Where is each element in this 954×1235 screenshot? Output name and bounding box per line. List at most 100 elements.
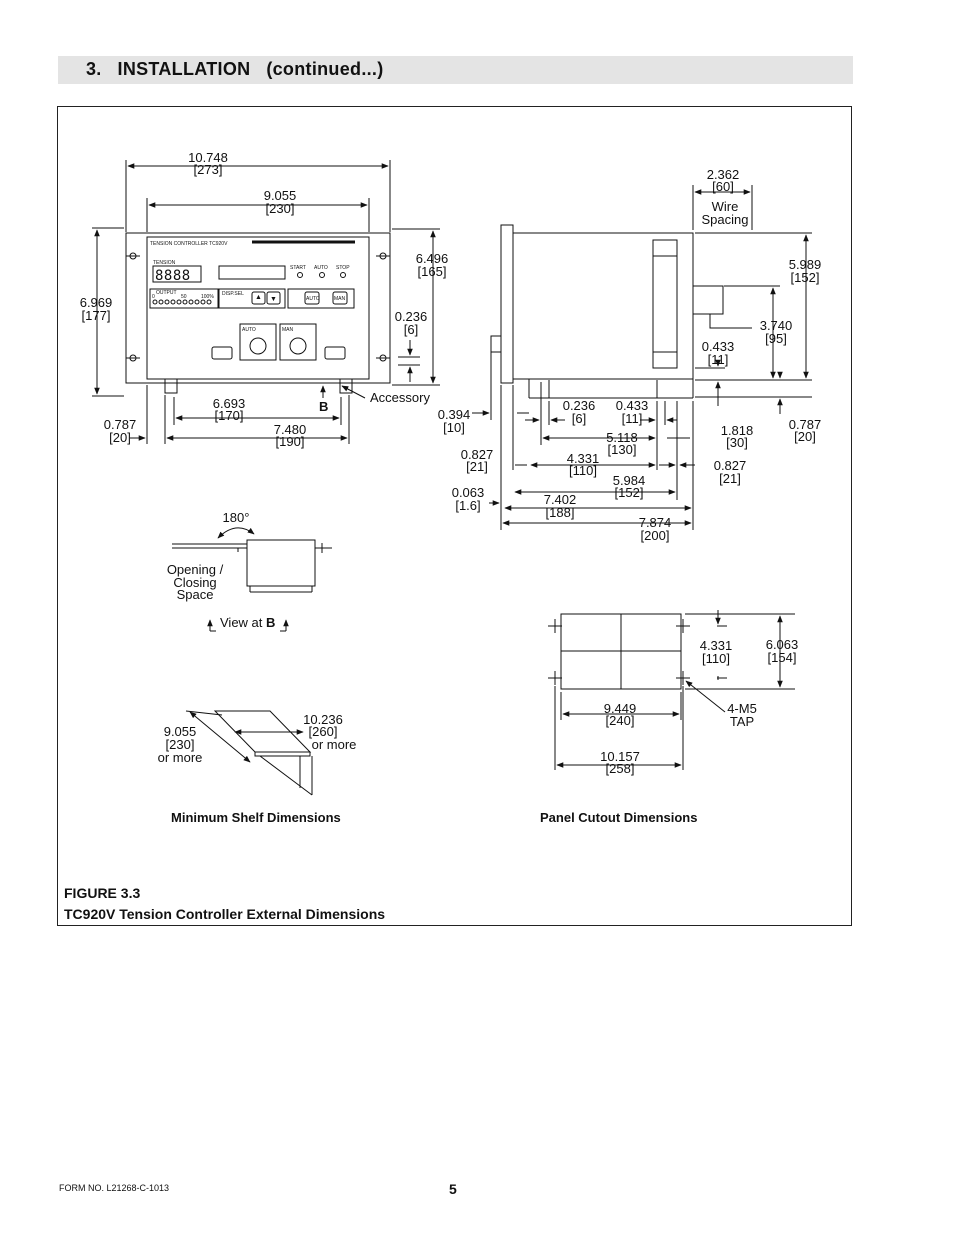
cutout-labels: 4.331 [110] 6.063 [154] 9.449 [240] 4-M5… bbox=[600, 637, 798, 776]
svg-text:or more: or more bbox=[158, 750, 203, 765]
svg-text:9.055: 9.055 bbox=[264, 188, 297, 203]
front-panel-labels: TENSION CONTROLLER TC920V TENSION 8888 S… bbox=[150, 241, 350, 333]
svg-text:7.402: 7.402 bbox=[544, 492, 577, 507]
svg-text:[230]: [230] bbox=[266, 201, 295, 216]
svg-text:5.984: 5.984 bbox=[613, 473, 646, 488]
up-arrow-icon: ▲ bbox=[255, 294, 262, 301]
svg-text:5.989: 5.989 bbox=[789, 257, 822, 272]
svg-text:0.787: 0.787 bbox=[789, 417, 822, 432]
svg-text:[130]: [130] bbox=[608, 442, 637, 457]
section-header-bar: 3. INSTALLATION (continued...) bbox=[58, 56, 853, 84]
section-title: 3. INSTALLATION (continued...) bbox=[86, 59, 384, 79]
svg-text:6.063: 6.063 bbox=[766, 637, 799, 652]
svg-text:or more: or more bbox=[312, 737, 357, 752]
tap-holes bbox=[548, 619, 690, 685]
svg-text:[6]: [6] bbox=[572, 411, 586, 426]
svg-text:7.480: 7.480 bbox=[274, 422, 307, 437]
svg-text:0.827: 0.827 bbox=[461, 447, 494, 462]
dispsel-label: DISP.SEL bbox=[222, 291, 244, 297]
svg-text:0.236: 0.236 bbox=[395, 309, 428, 324]
scale-0: 0 bbox=[152, 294, 155, 300]
svg-text:[11]: [11] bbox=[622, 411, 643, 426]
opening-body bbox=[246, 539, 316, 587]
svg-text:View at: View at bbox=[220, 615, 263, 630]
svg-text:[188]: [188] bbox=[546, 505, 575, 520]
svg-text:[95]: [95] bbox=[765, 331, 787, 346]
knob-auto-label: AUTO bbox=[242, 327, 256, 333]
front-panel bbox=[146, 236, 370, 380]
svg-text:[60]: [60] bbox=[712, 179, 734, 194]
form-number: FORM NO. L21268-C-1013 bbox=[59, 1183, 170, 1193]
page-number: 5 bbox=[449, 1181, 457, 1197]
svg-text:[10]: [10] bbox=[443, 420, 465, 435]
svg-text:[1.6]: [1.6] bbox=[455, 498, 480, 513]
accessory-label: Accessory bbox=[370, 390, 430, 405]
cutout-caption: Panel Cutout Dimensions bbox=[540, 810, 698, 825]
shelf-labels: 9.055 [230] or more 10.236 [260] or more bbox=[158, 712, 357, 765]
man-button-label: MAN bbox=[334, 296, 346, 302]
opening-labels: 180° Opening / Closing Space View at B bbox=[167, 510, 276, 630]
svg-text:180°: 180° bbox=[223, 510, 250, 525]
figure-caption: FIGURE 3.3 TC920V Tension Controller Ext… bbox=[64, 883, 385, 925]
down-arrow-icon: ▼ bbox=[270, 296, 277, 303]
scale-50: 50 bbox=[181, 294, 187, 300]
b-marker: B bbox=[319, 399, 328, 414]
svg-text:[21]: [21] bbox=[719, 471, 741, 486]
auto-button-label: AUTO bbox=[306, 296, 320, 302]
svg-text:B: B bbox=[266, 615, 275, 630]
svg-text:[260]: [260] bbox=[309, 724, 338, 739]
svg-text:[170]: [170] bbox=[215, 408, 244, 423]
svg-text:Closing: Closing bbox=[173, 575, 216, 590]
svg-text:6.693: 6.693 bbox=[213, 396, 246, 411]
svg-text:10.157: 10.157 bbox=[600, 749, 640, 764]
side-heatsink bbox=[652, 239, 678, 369]
svg-text:[152]: [152] bbox=[615, 485, 644, 500]
svg-text:0.433: 0.433 bbox=[616, 398, 649, 413]
svg-text:[258]: [258] bbox=[606, 761, 635, 776]
svg-text:1.818: 1.818 bbox=[721, 423, 754, 438]
figure-number: FIGURE 3.3 bbox=[64, 885, 141, 901]
svg-text:[165]: [165] bbox=[418, 264, 447, 279]
svg-text:[200]: [200] bbox=[641, 528, 670, 543]
opening-view bbox=[172, 527, 332, 632]
svg-text:[273]: [273] bbox=[194, 162, 223, 177]
svg-text:[190]: [190] bbox=[276, 434, 305, 449]
front-view bbox=[92, 160, 440, 444]
figure-title: TC920V Tension Controller External Dimen… bbox=[64, 906, 386, 922]
svg-text:TAP: TAP bbox=[730, 714, 754, 729]
svg-text:9.055: 9.055 bbox=[164, 724, 197, 739]
tension-label: TENSION bbox=[153, 260, 176, 266]
side-body bbox=[512, 232, 694, 380]
svg-text:0.827: 0.827 bbox=[714, 458, 747, 473]
svg-text:5.118: 5.118 bbox=[606, 430, 638, 445]
svg-text:0.433: 0.433 bbox=[702, 339, 735, 354]
svg-text:0.394: 0.394 bbox=[438, 407, 471, 422]
start-label: START bbox=[290, 265, 306, 271]
svg-text:[154]: [154] bbox=[768, 650, 797, 665]
svg-text:10.748: 10.748 bbox=[188, 150, 228, 165]
svg-text:[110]: [110] bbox=[702, 651, 730, 666]
svg-text:[230]: [230] bbox=[166, 737, 195, 752]
shelf-view bbox=[185, 710, 313, 796]
svg-text:Spacing: Spacing bbox=[702, 212, 749, 227]
svg-text:9.449: 9.449 bbox=[604, 701, 637, 716]
svg-text:[11]: [11] bbox=[708, 352, 729, 367]
panel-model-label: TENSION CONTROLLER TC920V bbox=[150, 241, 228, 247]
svg-text:4-M5: 4-M5 bbox=[727, 701, 757, 716]
shelf-caption: Minimum Shelf Dimensions bbox=[171, 810, 341, 825]
svg-text:10.236: 10.236 bbox=[303, 712, 343, 727]
output-led-row bbox=[152, 299, 212, 305]
svg-text:Wire: Wire bbox=[712, 199, 739, 214]
front-view-dimensions: 10.748 [273] 9.055 [230] 6.969 [177] 6.4… bbox=[80, 150, 449, 449]
svg-text:[152]: [152] bbox=[791, 270, 820, 285]
svg-text:0.236: 0.236 bbox=[563, 398, 596, 413]
stop-label: STOP bbox=[336, 265, 350, 271]
side-view bbox=[472, 185, 812, 530]
svg-text:6.969: 6.969 bbox=[80, 295, 113, 310]
mount-screws bbox=[126, 252, 390, 362]
knob-man-label: MAN bbox=[282, 327, 294, 333]
svg-text:[20]: [20] bbox=[109, 430, 131, 445]
svg-text:4.331: 4.331 bbox=[700, 638, 733, 653]
wire-block bbox=[692, 285, 724, 315]
